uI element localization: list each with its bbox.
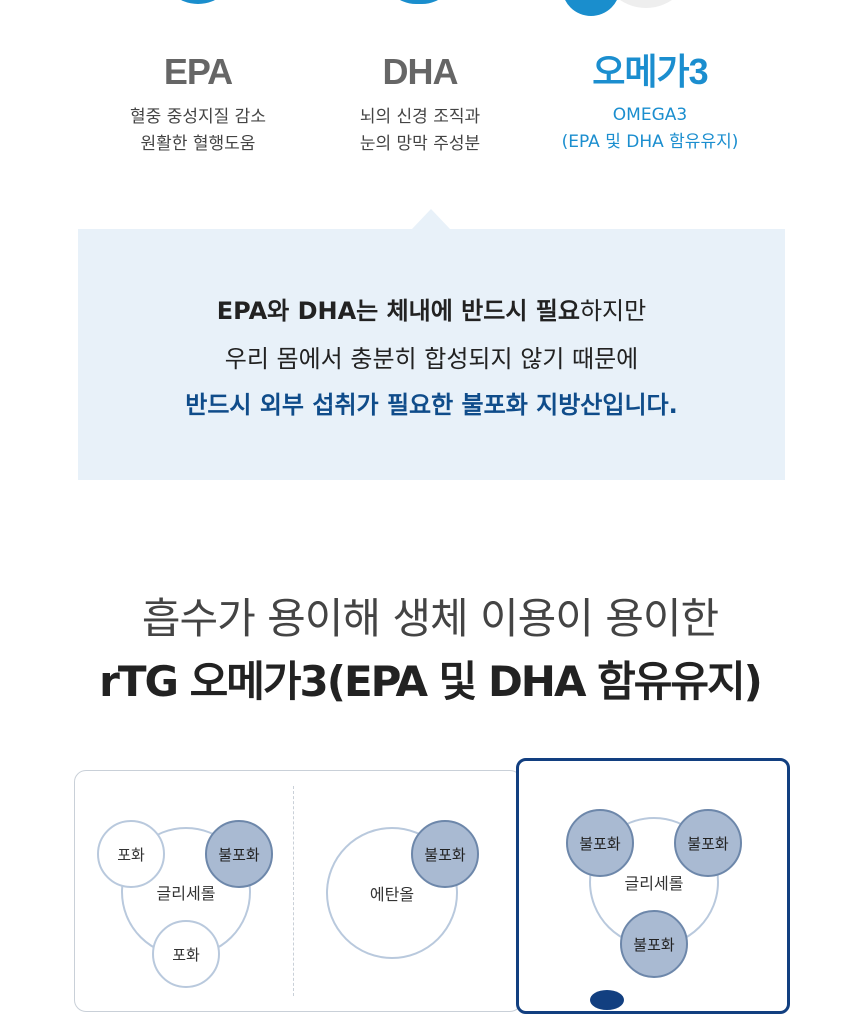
rtg-unsaturated-a: 불포화 xyxy=(566,809,634,877)
callout-line-1-rest: 하지만 xyxy=(579,297,647,325)
omega3-column: 오메가3 OMEGA3 (EPA 및 DHA 함유유지) xyxy=(530,52,770,156)
omega3-desc-line: OMEGA3 xyxy=(612,105,688,125)
callout-line-3: 반드시 외부 섭취가 필요한 불포화 지방산입니다. xyxy=(185,391,678,419)
rtg-center-label: 글리세롤 xyxy=(624,874,684,893)
dha-desc-line: 눈의 망막 주성분 xyxy=(359,134,481,154)
callout-line-1: EPA와 DHA는 체내에 반드시 필요하지만 xyxy=(78,291,785,326)
dha-desc: 뇌의 신경 조직과 눈의 망막 주성분 xyxy=(300,104,540,158)
dha-column: DHA 뇌의 신경 조직과 눈의 망막 주성분 xyxy=(300,52,540,158)
ee-unsaturated-a-label: 불포화 xyxy=(424,845,466,864)
epa-desc-line: 혈중 중성지질 감소 xyxy=(130,107,266,127)
rtg-unsaturated-c: 불포화 xyxy=(620,910,688,978)
dha-circle-graphic xyxy=(382,0,456,4)
rtg-unsaturated-c-label: 불포화 xyxy=(633,935,675,954)
section-heading-line-1: 흡수가 용이해 생체 이용이 용이한 xyxy=(141,594,719,643)
dha-title: DHA xyxy=(382,51,459,92)
panel-divider xyxy=(293,786,294,996)
tg-unsaturated-b: 불포화 xyxy=(205,820,273,888)
tg-saturated-a-label: 포화 xyxy=(117,845,145,864)
tg-saturated-a: 포화 xyxy=(97,820,165,888)
omega3-desc-line: (EPA 및 DHA 함유유지) xyxy=(561,132,739,152)
rtg-badge-dot xyxy=(590,990,624,1010)
tg-saturated-c: 포화 xyxy=(152,920,220,988)
rtg-unsaturated-b-label: 불포화 xyxy=(687,834,729,853)
ee-center-label: 에탄올 xyxy=(369,885,415,904)
rtg-unsaturated-b: 불포화 xyxy=(674,809,742,877)
epa-desc-line: 원활한 혈행도움 xyxy=(140,134,256,154)
rtg-unsaturated-a-label: 불포화 xyxy=(579,834,621,853)
epa-circle-graphic xyxy=(160,0,236,4)
callout-emphasis: EPA와 DHA는 체내에 반드시 필요 xyxy=(216,297,580,325)
epa-title: EPA xyxy=(163,51,233,92)
section-heading-line-2: rTG 오메가3(EPA 및 DHA 함유유지) xyxy=(99,657,763,706)
tg-saturated-c-label: 포화 xyxy=(172,945,200,964)
tg-unsaturated-b-label: 불포화 xyxy=(218,845,260,864)
omega3-circle-graphic-front xyxy=(562,0,620,16)
omega3-circle-graphic-back xyxy=(600,0,692,8)
ee-unsaturated-a: 불포화 xyxy=(411,820,479,888)
callout-line-2: 우리 몸에서 충분히 합성되지 않기 때문에 xyxy=(224,345,639,373)
callout-pointer xyxy=(412,209,450,229)
ee-center-circle: 에탄올 xyxy=(326,827,458,959)
epa-desc: 혈중 중성지질 감소 원활한 혈행도움 xyxy=(78,104,318,158)
tg-center-label: 글리세롤 xyxy=(156,884,216,903)
omega3-title: 오메가3 xyxy=(592,51,708,92)
dha-desc-line: 뇌의 신경 조직과 xyxy=(359,107,481,127)
info-callout: EPA와 DHA는 체내에 반드시 필요하지만 우리 몸에서 충분히 합성되지 … xyxy=(78,229,785,480)
epa-column: EPA 혈중 중성지질 감소 원활한 혈행도움 xyxy=(78,52,318,158)
omega3-desc: OMEGA3 (EPA 및 DHA 함유유지) xyxy=(530,102,770,156)
